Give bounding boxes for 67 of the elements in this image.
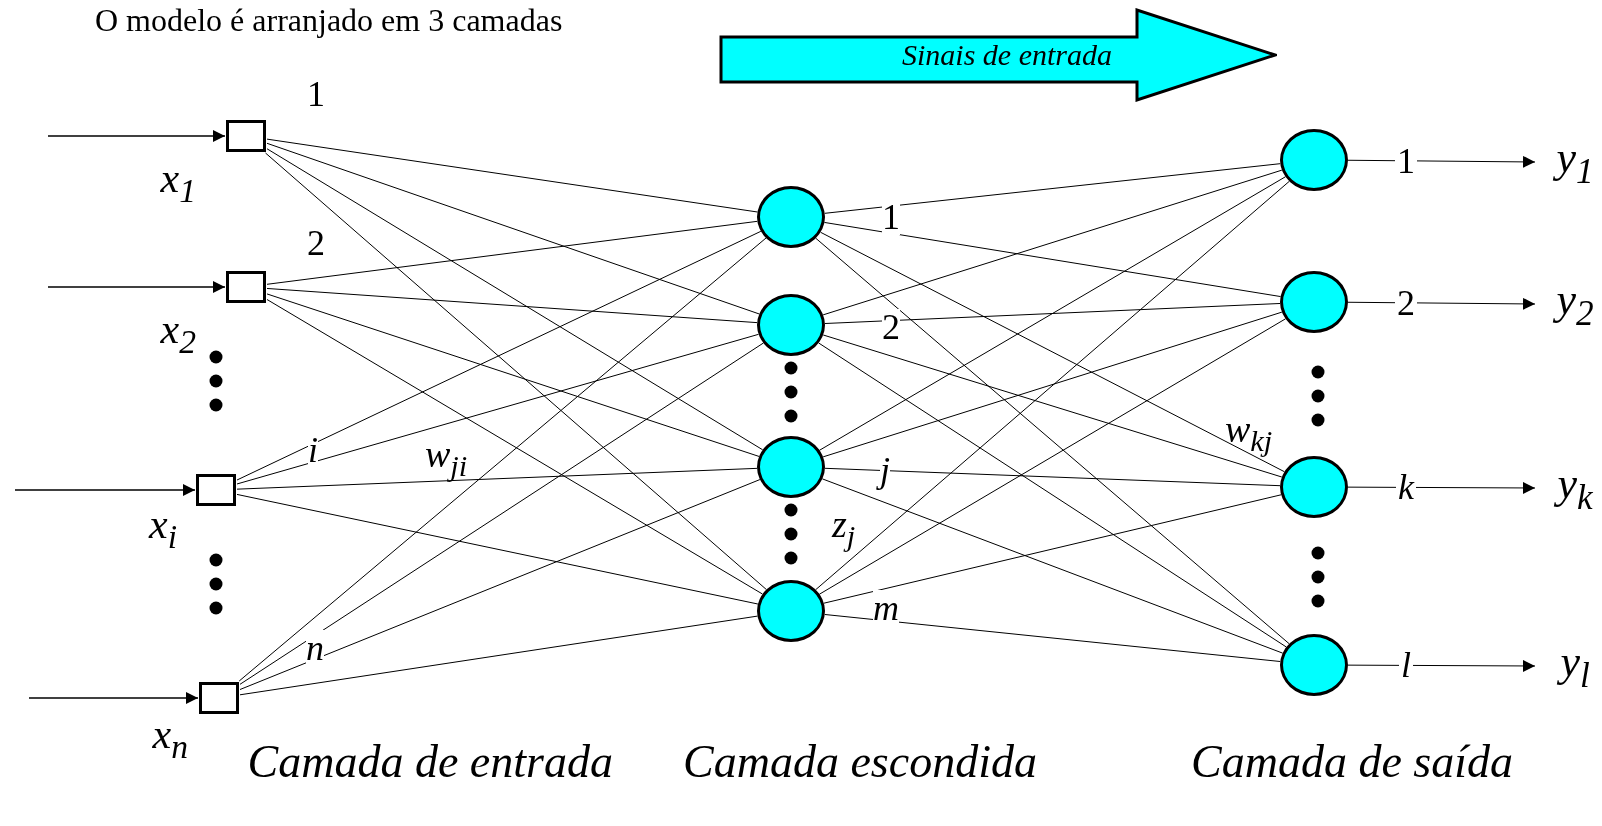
connection-line [266, 138, 758, 213]
arrow [47, 281, 226, 293]
connection-line [266, 220, 758, 285]
connection-line [824, 614, 1281, 662]
layer-label: Camada de entrada [247, 739, 613, 785]
connection-line [824, 303, 1281, 324]
neuron-circle [757, 186, 825, 248]
arrow [1347, 297, 1536, 310]
connection-line [238, 237, 767, 682]
connection-line [265, 152, 767, 591]
input-label: x$_{2}$ [160, 307, 196, 359]
connection-line [822, 311, 1283, 458]
input-square [199, 682, 239, 714]
arrow [14, 484, 196, 496]
connection-line [820, 231, 1285, 473]
connection-line [266, 293, 760, 457]
connection-line [815, 237, 1290, 645]
connection-line [822, 334, 1283, 478]
activation-label: z$_{j}$ [832, 504, 856, 551]
neuron-circle [1280, 634, 1348, 696]
arrow [47, 130, 226, 142]
node-index-label: n [306, 630, 324, 666]
neuron-circle [757, 294, 825, 356]
connection-line [236, 333, 760, 485]
arrow [1347, 481, 1536, 494]
neuron-circle [1280, 271, 1348, 333]
connection-line [819, 176, 1286, 451]
layer-label: Camada de saída [1191, 739, 1513, 785]
connection-line [823, 494, 1282, 604]
connection-line [239, 479, 761, 690]
input-label: x$_{1}$ [160, 156, 196, 208]
connection-line [818, 342, 1287, 648]
connection-line [236, 467, 758, 490]
input-square [196, 474, 236, 506]
connection-line [239, 615, 758, 696]
neuron-circle [757, 436, 825, 498]
neuron-circle [757, 580, 825, 642]
neuron-circle [1280, 129, 1348, 191]
connection-line [823, 221, 1282, 298]
arrow-label: Sinais de entrada [902, 40, 1112, 70]
connection-line [824, 163, 1281, 214]
connection-line [824, 467, 1281, 487]
connection-line [266, 148, 764, 451]
connection-line [819, 318, 1286, 595]
input-square [226, 271, 266, 303]
slide-title: O modelo é arranjado em 3 camadas [95, 4, 563, 36]
connection-line [266, 299, 763, 595]
connection-line [821, 478, 1284, 654]
arrow [28, 692, 199, 704]
connection-line [822, 169, 1283, 316]
connection-line [236, 230, 762, 481]
input-label: x$_{n}$ [152, 712, 188, 764]
connection-line [266, 287, 758, 324]
connection-line [815, 180, 1290, 591]
weight-label: w$_{kj}$ [1225, 409, 1273, 456]
connection-line [266, 142, 760, 315]
input-square [226, 120, 266, 152]
arrow [1347, 155, 1536, 168]
block-arrow [719, 8, 1277, 102]
weight-label: w$_{ji}$ [425, 434, 468, 481]
layer-label: Camada escondida [683, 739, 1037, 785]
arrow [1347, 659, 1536, 672]
node-index-label: m [873, 590, 899, 626]
neuron-circle [1280, 456, 1348, 518]
connection-line [236, 493, 759, 605]
input-label: x$_{i}$ [149, 502, 177, 554]
connection-line [239, 342, 764, 685]
